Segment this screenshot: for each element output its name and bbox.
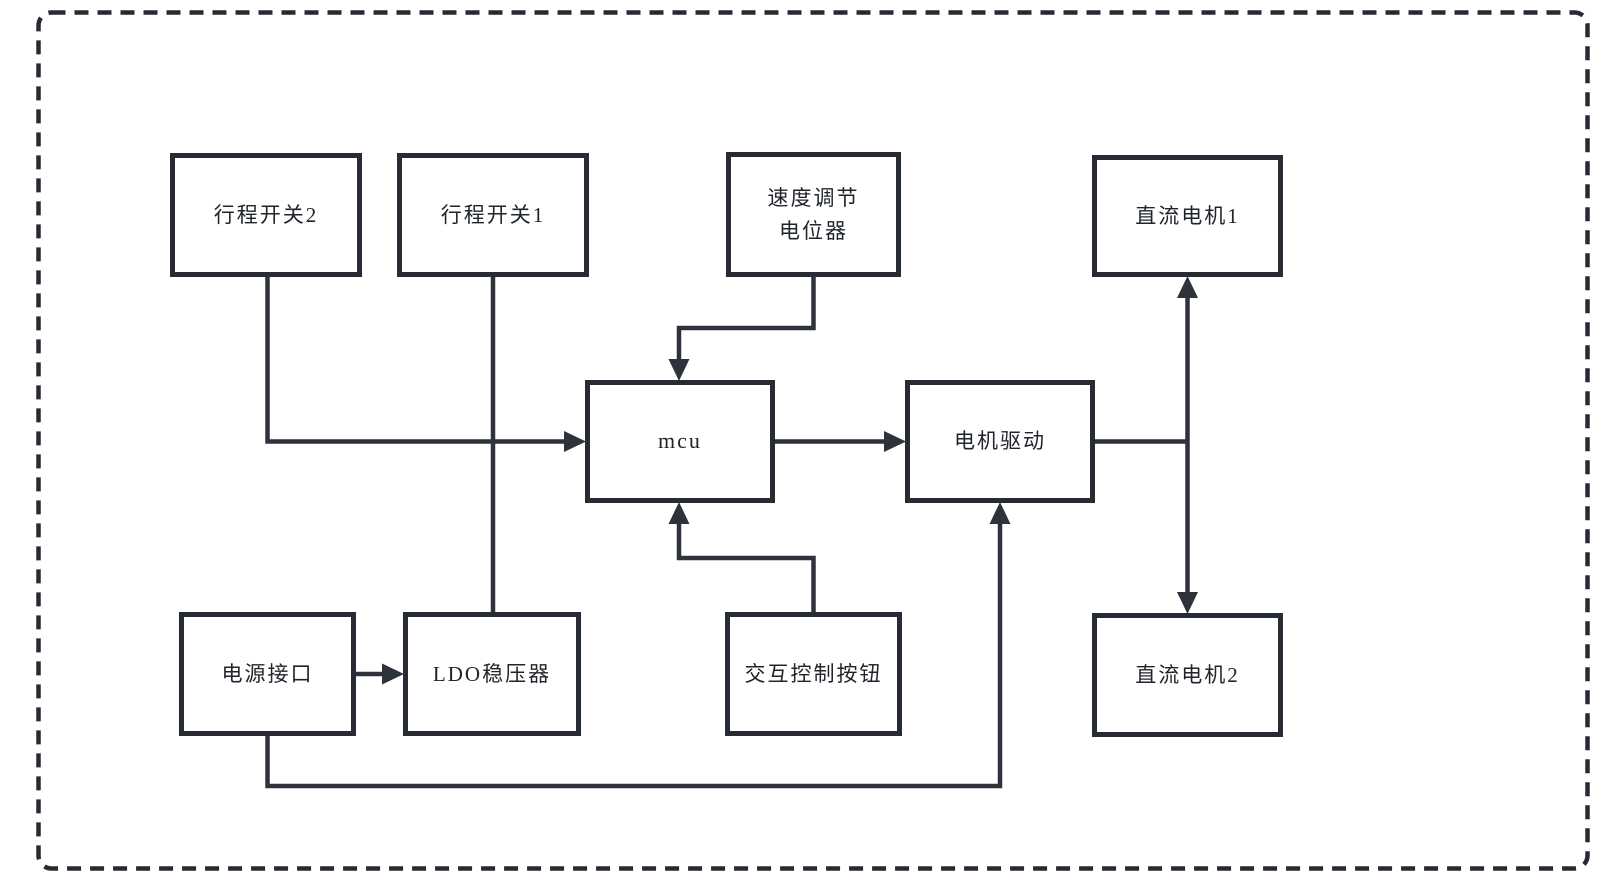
node-control-button-label: 交互控制按钮 bbox=[744, 661, 883, 686]
node-dc-motor-1: 直流电机1 bbox=[1092, 155, 1283, 277]
node-mcu-label: mcu bbox=[658, 428, 702, 454]
node-mcu: mcu bbox=[585, 380, 775, 503]
node-ldo-regulator: LDO稳压器 bbox=[403, 612, 581, 736]
node-power-interface: 电源接口 bbox=[179, 612, 356, 736]
edge-travel-switch-2-to-mcu bbox=[265, 277, 586, 452]
dashed-border-frame bbox=[36, 10, 1590, 871]
node-travel-switch-1-label: 行程开关1 bbox=[440, 202, 546, 227]
edge-power-to-motor-driver bbox=[265, 502, 1011, 789]
node-dc-motor-1-label: 直流电机1 bbox=[1135, 203, 1240, 228]
node-power-interface-label: 电源接口 bbox=[221, 661, 314, 686]
node-travel-switch-2-label: 行程开关2 bbox=[213, 202, 319, 227]
edge-potentiometer-to-mcu bbox=[668, 277, 816, 381]
node-speed-potentiometer: 速度调节 电位器 bbox=[726, 152, 901, 277]
node-travel-switch-2: 行程开关2 bbox=[170, 153, 362, 277]
node-dc-motor-2: 直流电机2 bbox=[1092, 613, 1283, 737]
node-ldo-regulator-label: LDO稳压器 bbox=[432, 661, 552, 686]
node-control-button: 交互控制按钮 bbox=[725, 612, 902, 736]
edge-control-button-to-mcu bbox=[668, 502, 816, 612]
edge-power-to-ldo bbox=[356, 663, 404, 685]
edge-motor-driver-to-motors bbox=[1095, 276, 1198, 614]
node-motor-driver: 电机驱动 bbox=[905, 380, 1095, 503]
node-travel-switch-1: 行程开关1 bbox=[397, 153, 589, 277]
node-motor-driver-label: 电机驱动 bbox=[954, 429, 1046, 454]
node-dc-motor-2-label: 直流电机2 bbox=[1135, 662, 1240, 687]
node-speed-potentiometer-label: 速度调节 电位器 bbox=[767, 185, 860, 243]
edge-mcu-to-motor-driver bbox=[773, 431, 906, 452]
